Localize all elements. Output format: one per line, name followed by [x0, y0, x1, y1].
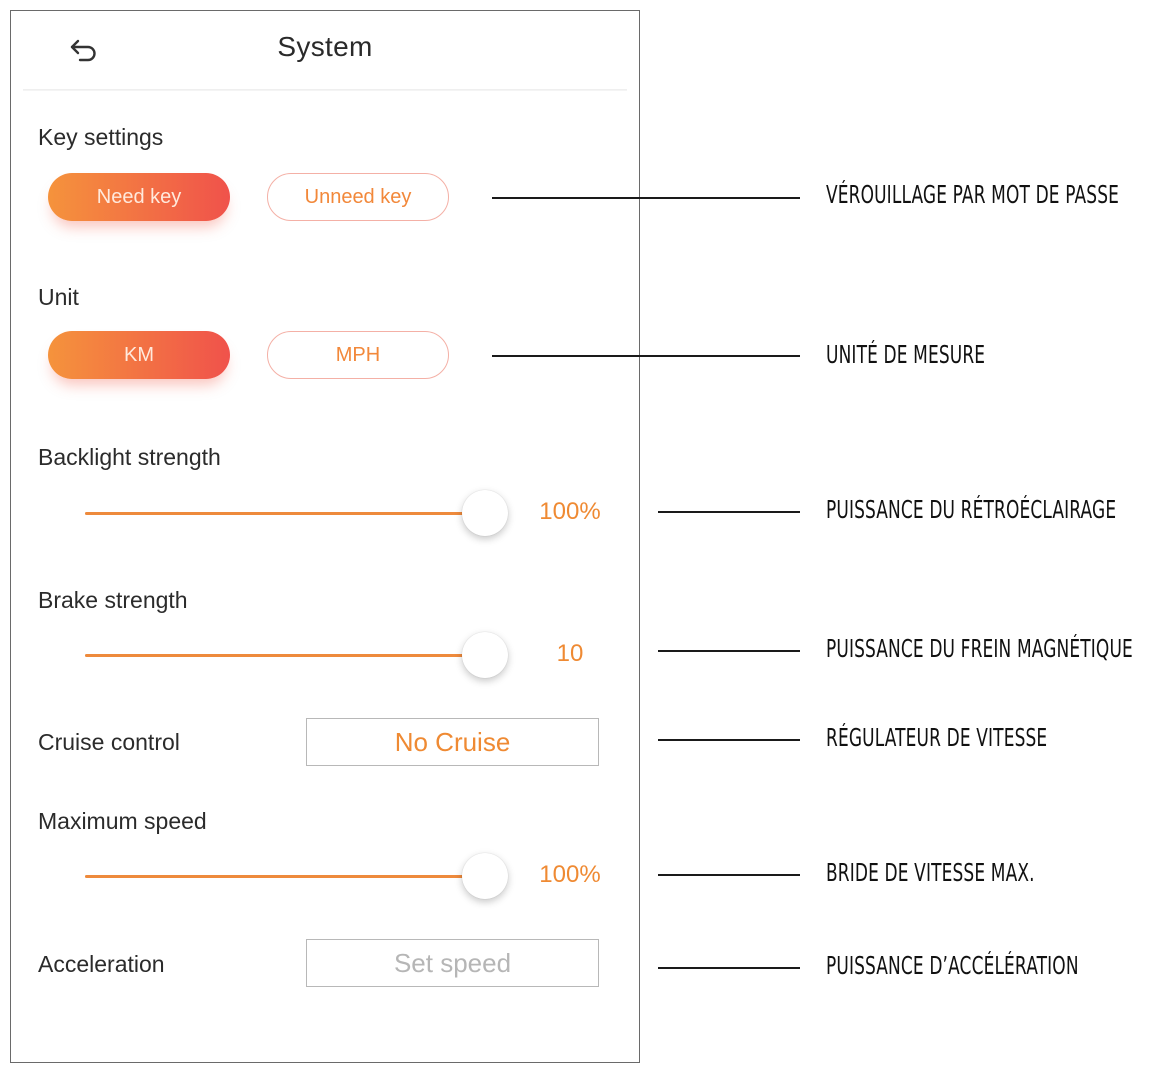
leader-line: [658, 650, 800, 652]
leader-line: [492, 355, 800, 357]
brake-strength-label: Brake strength: [38, 587, 188, 613]
key-settings-label: Key settings: [38, 124, 164, 150]
annotation-unit: UNITÉ DE MESURE: [826, 340, 986, 369]
need-key-button[interactable]: Need key: [48, 173, 230, 221]
annotation-brake: PUISSANCE DU FREIN MAGNÉTIQUE: [826, 634, 1133, 663]
backlight-strength-label: Backlight strength: [38, 444, 221, 470]
leader-line: [658, 967, 800, 969]
slider-thumb[interactable]: [462, 632, 508, 678]
slider-track: [85, 512, 485, 515]
header: System: [11, 11, 639, 91]
km-button[interactable]: KM: [48, 331, 230, 379]
slider-track: [85, 654, 485, 657]
annotation-backlight: PUISSANCE DU RÉTROÉCLAIRAGE: [826, 495, 1117, 524]
back-arrow-icon: [70, 39, 96, 62]
slider-track: [85, 875, 485, 878]
unneed-key-button[interactable]: Unneed key: [267, 173, 449, 221]
max-speed-value: 100%: [539, 861, 601, 888]
slider-fill: [85, 512, 485, 515]
leader-line: [658, 874, 800, 876]
brake-value: 10: [556, 640, 584, 667]
back-button[interactable]: [63, 31, 107, 71]
slider-thumb[interactable]: [462, 490, 508, 536]
backlight-slider[interactable]: [85, 488, 515, 538]
annotation-password-lock: VÉROUILLAGE PAR MOT DE PASSE: [826, 180, 1120, 209]
slider-thumb[interactable]: [462, 853, 508, 899]
acceleration-label: Acceleration: [38, 951, 165, 977]
annotation-max-speed: BRIDE DE VITESSE MAX.: [826, 858, 1035, 887]
annotation-cruise: RÉGULATEUR DE VITESSE: [826, 723, 1048, 752]
backlight-value: 100%: [539, 498, 601, 525]
maximum-speed-label: Maximum speed: [38, 808, 207, 834]
cruise-control-label: Cruise control: [38, 729, 180, 755]
annotation-acceleration: PUISSANCE D’ACCÉLÉRATION: [826, 951, 1079, 980]
leader-line: [658, 511, 800, 513]
max-speed-slider[interactable]: [85, 851, 515, 901]
brake-slider[interactable]: [85, 630, 515, 680]
cruise-control-select[interactable]: No Cruise: [306, 718, 599, 766]
slider-fill: [85, 654, 485, 657]
leader-line: [492, 197, 800, 199]
mph-button[interactable]: MPH: [267, 331, 449, 379]
acceleration-input[interactable]: Set speed: [306, 939, 599, 987]
slider-fill: [85, 875, 485, 878]
leader-line: [658, 739, 800, 741]
page-title: System: [277, 31, 373, 62]
unit-label: Unit: [38, 284, 79, 310]
phone-screen: System Key settings Need key Unneed key …: [10, 10, 640, 1063]
header-divider: [23, 89, 627, 91]
